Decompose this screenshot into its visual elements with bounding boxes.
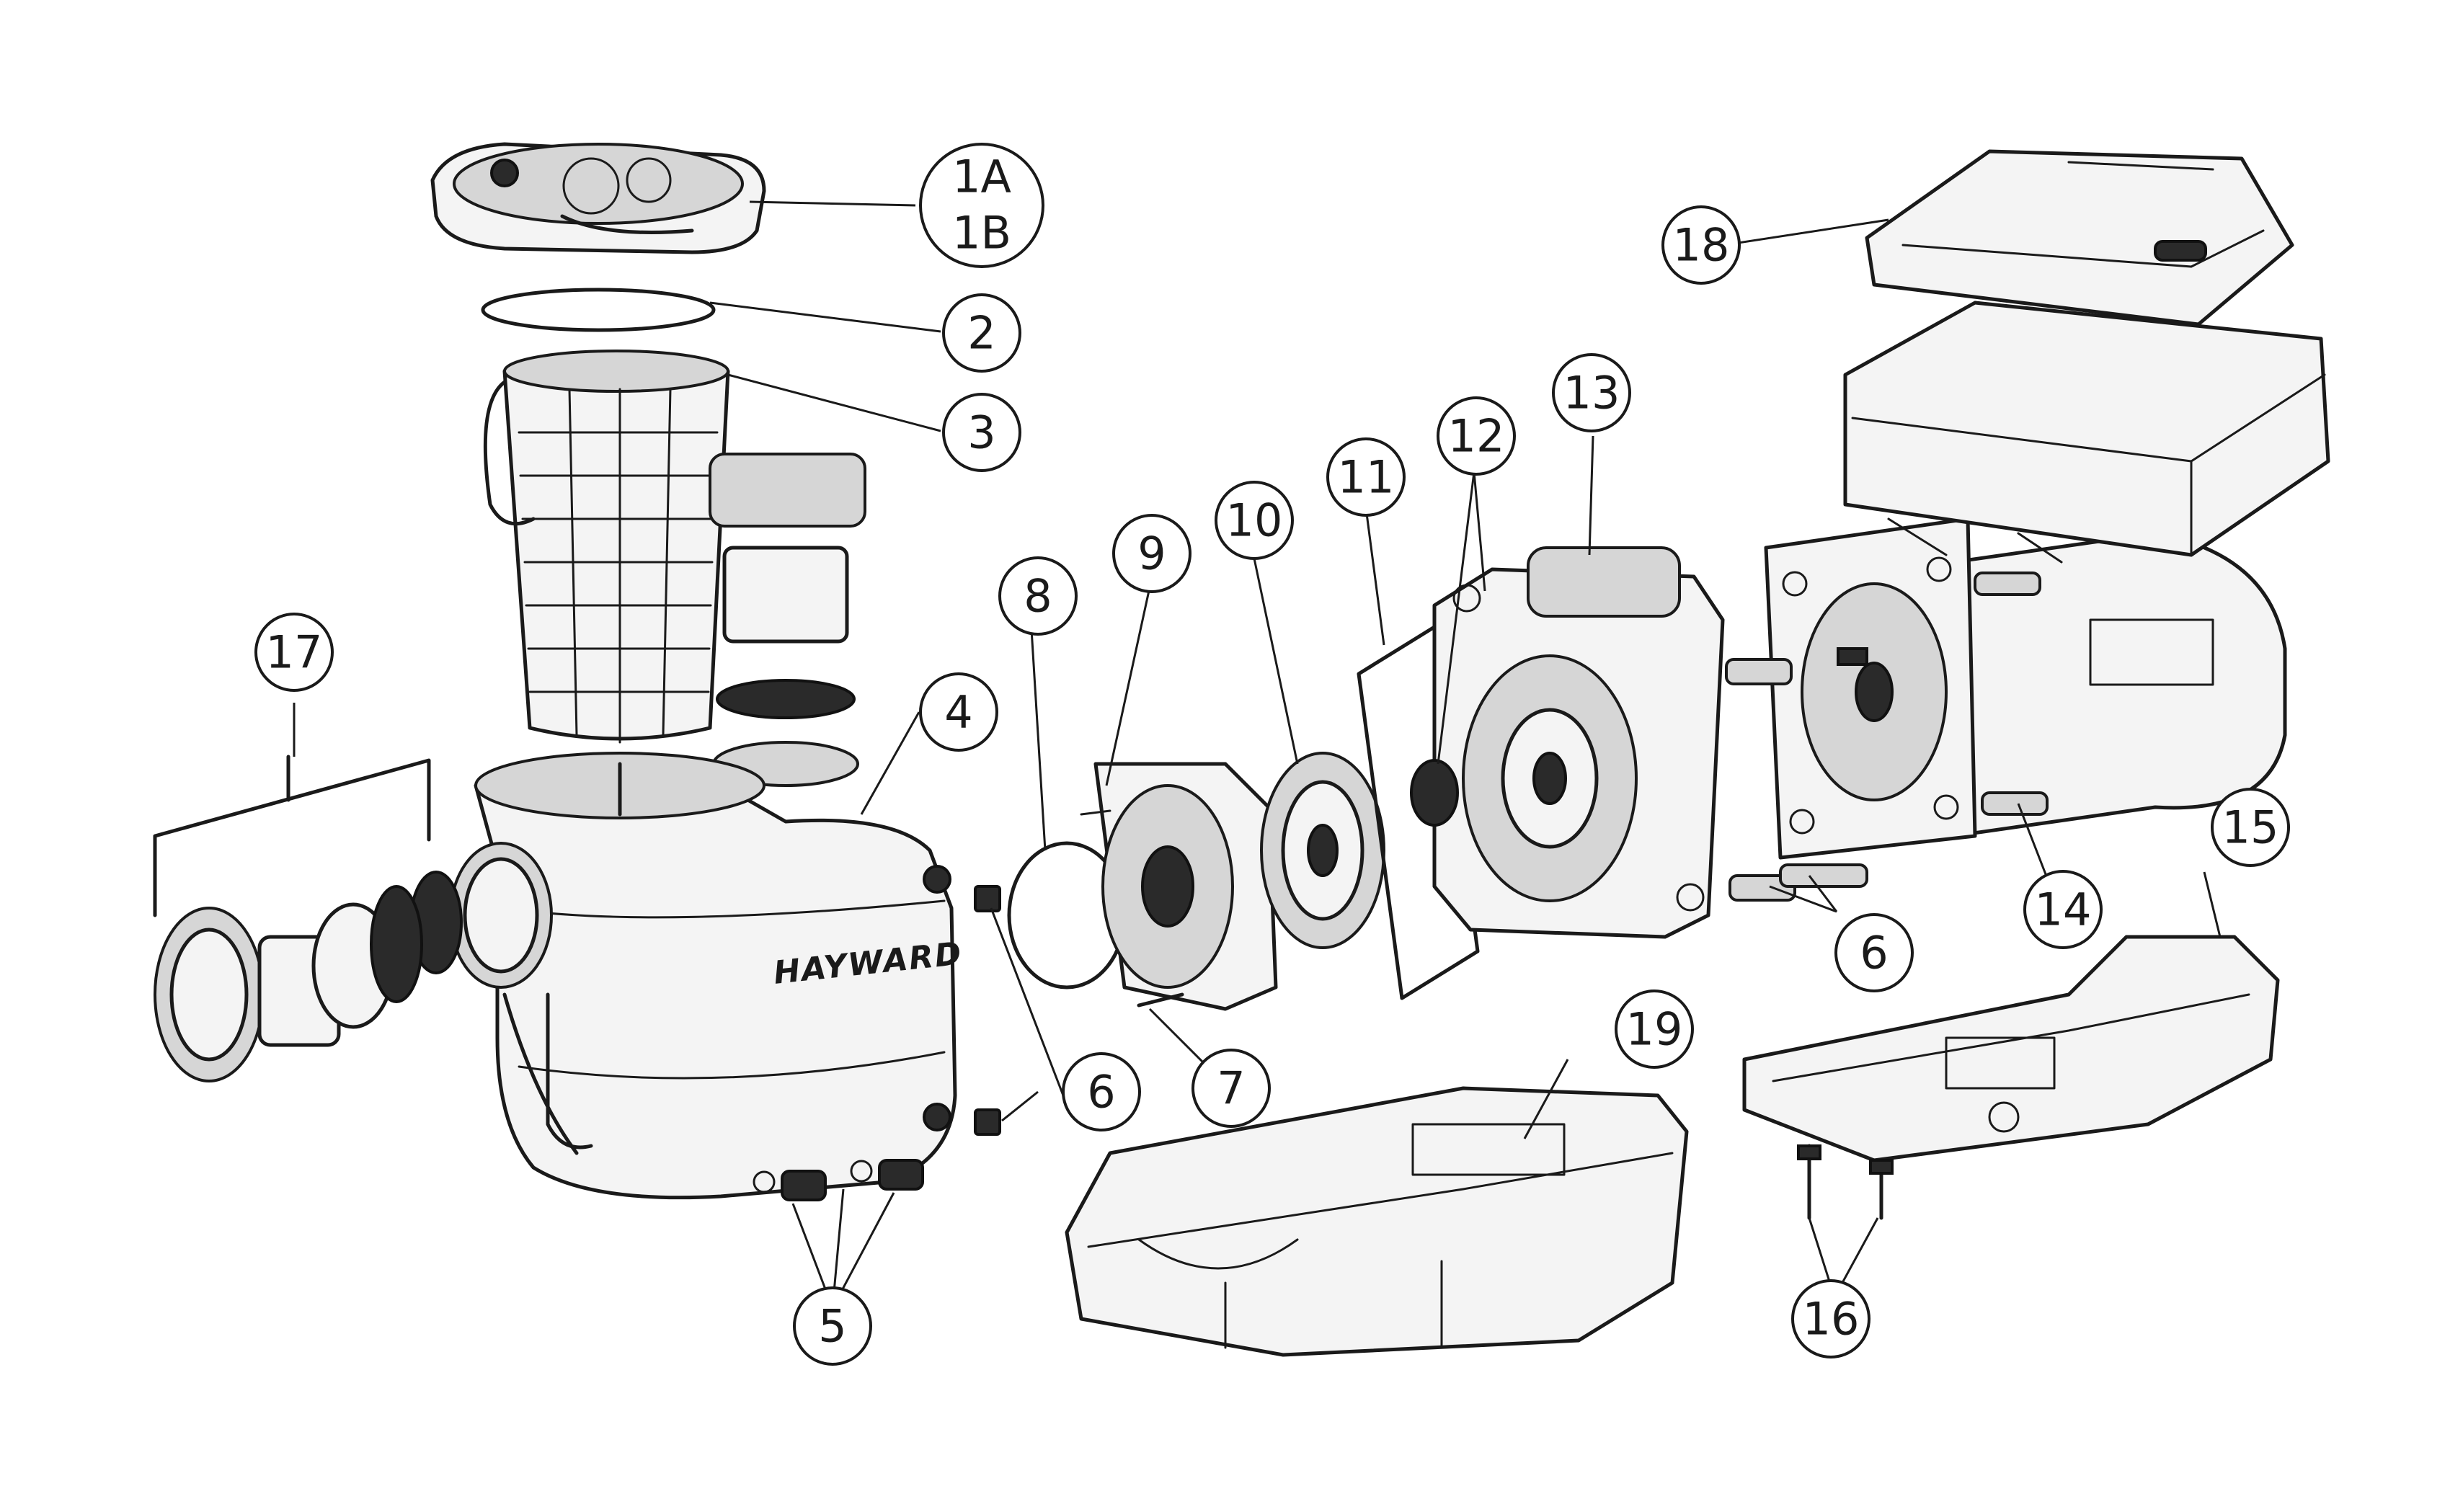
part-lid-o-ring	[481, 288, 716, 332]
callout-8: 8	[998, 556, 1078, 636]
part-strainer-basket	[483, 350, 730, 744]
callout-17: 17	[254, 613, 334, 692]
part-pump-housing: HAYWARD	[474, 752, 964, 1200]
part-outlet-union	[709, 453, 866, 787]
part-drive-box	[1843, 301, 2330, 564]
callout-15-label: 15	[2222, 801, 2279, 854]
part-nut-upper	[974, 885, 1001, 912]
part-seal-plate	[1410, 546, 1725, 939]
callout-13-label: 13	[1563, 367, 1620, 419]
part-diffuser	[1080, 762, 1278, 1011]
callout-8-label: 8	[1024, 570, 1052, 623]
callout-9: 9	[1112, 514, 1191, 593]
callout-10: 10	[1215, 481, 1294, 560]
callout-18: 18	[1661, 205, 1741, 285]
callout-11-label: 11	[1338, 451, 1395, 504]
callout-7-label: 7	[1217, 1062, 1245, 1115]
callout-18-label: 18	[1673, 219, 1730, 272]
part-motor	[1764, 517, 2287, 860]
callout-16: 16	[1791, 1279, 1870, 1358]
part-support-screws	[1797, 1144, 1894, 1220]
part-drain-plugs	[753, 1159, 924, 1309]
callout-11: 11	[1326, 437, 1406, 517]
part-nut-lower	[974, 1108, 1001, 1136]
part-union-assembly	[153, 755, 431, 1082]
part-motor-bolts	[1725, 572, 2049, 902]
callout-9-label: 9	[1137, 528, 1166, 580]
part-strainer-lid	[430, 142, 766, 254]
callout-1a-1b: 1A 1B	[919, 143, 1044, 268]
part-motor-support	[1742, 935, 2280, 1162]
callout-4: 4	[919, 672, 998, 752]
callout-14-label: 14	[2035, 884, 2092, 936]
callout-16-label: 16	[1803, 1293, 1860, 1346]
callout-13: 13	[1552, 353, 1631, 432]
callout-6-left: 6	[1062, 1052, 1141, 1131]
callout-17-label: 17	[266, 626, 323, 679]
callout-2: 2	[942, 293, 1021, 373]
callout-15: 15	[2211, 788, 2290, 867]
callout-1b-label: 1B	[952, 207, 1011, 259]
part-inlet-fitting	[409, 842, 553, 989]
callout-5: 5	[793, 1286, 872, 1366]
callout-5-label: 5	[818, 1300, 846, 1353]
callout-14: 14	[2023, 870, 2103, 949]
callout-6-right: 6	[1834, 913, 1914, 992]
callout-12-label: 12	[1448, 410, 1505, 463]
callout-6-left-label: 6	[1087, 1066, 1115, 1119]
part-impeller	[1260, 752, 1385, 949]
callout-10-label: 10	[1226, 494, 1283, 547]
callout-3-label: 3	[967, 406, 995, 459]
callout-4-label: 4	[944, 686, 972, 739]
part-screw-7	[1137, 992, 1184, 1008]
part-pump-base	[1065, 1086, 1689, 1357]
callout-1a-label: 1A	[952, 151, 1011, 203]
part-keypad-cover	[1865, 149, 2294, 326]
leader-lines	[293, 200, 2222, 1298]
callout-2-label: 2	[967, 307, 995, 360]
part-seal-plate-gasket	[1357, 625, 1480, 1000]
callout-7: 7	[1191, 1049, 1271, 1128]
callout-19-label: 19	[1626, 1003, 1683, 1056]
callout-6-right-label: 6	[1860, 927, 1888, 979]
callout-19: 19	[1615, 990, 1694, 1069]
callout-3: 3	[942, 393, 1021, 472]
callout-12: 12	[1437, 396, 1516, 476]
